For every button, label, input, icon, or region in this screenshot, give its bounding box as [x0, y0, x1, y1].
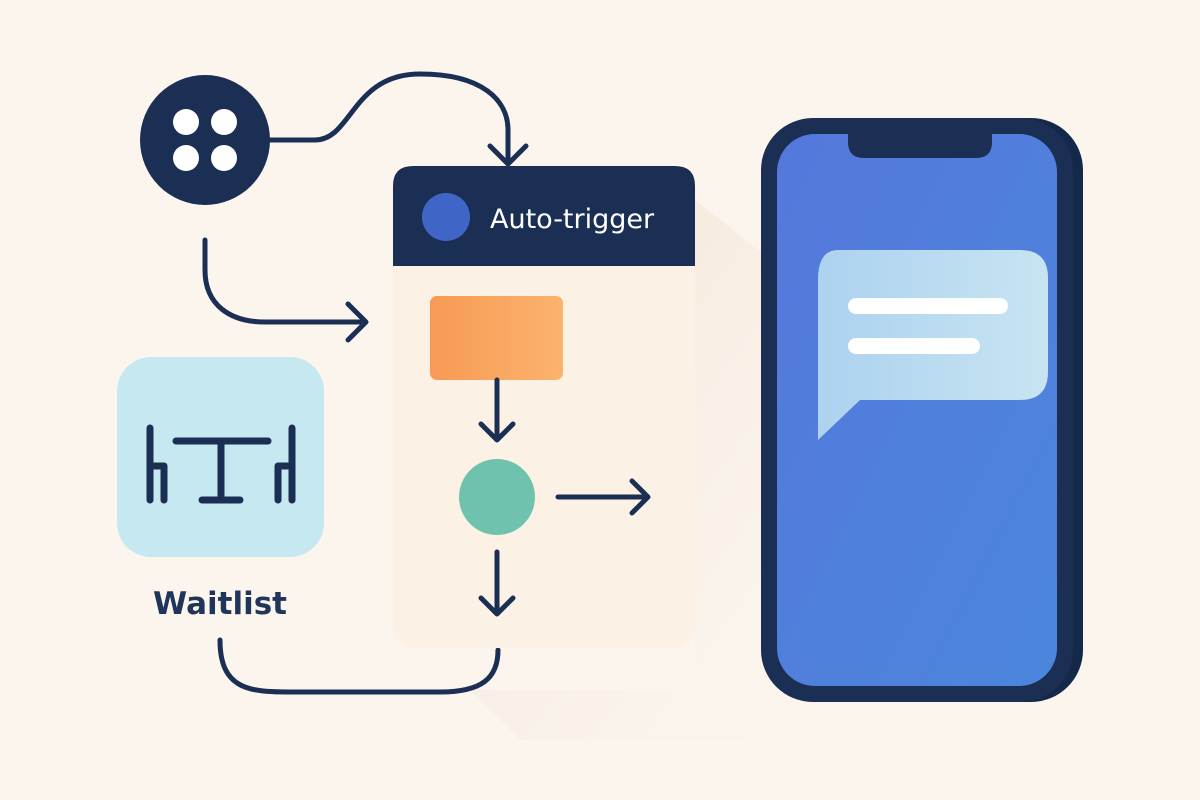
arrowhead-dots-to-card	[487, 143, 529, 167]
chat-bubble-icon	[818, 250, 1048, 440]
auto-trigger-card: Auto-trigger	[393, 166, 695, 648]
arrowhead-to-card-left	[345, 301, 369, 343]
connector-waitlist-to-card	[217, 637, 501, 695]
auto-trigger-label: Auto-trigger	[490, 204, 655, 235]
action-block	[430, 296, 563, 380]
connector-dots-to-card	[265, 71, 511, 161]
phone-notch	[848, 132, 992, 158]
card-header	[393, 166, 695, 266]
waitlist-label: Waitlist	[153, 586, 287, 622]
decision-node	[459, 459, 535, 535]
restaurant-dots-icon	[140, 75, 270, 205]
arrow-node-right	[555, 478, 651, 516]
arrow-block-to-node	[478, 377, 516, 443]
waitlist-tile	[117, 357, 324, 557]
smartphone-icon	[761, 118, 1083, 702]
connector-to-card-left	[202, 237, 367, 325]
header-status-dot	[422, 193, 470, 241]
dining-table-icon	[146, 424, 296, 504]
arrow-node-down	[478, 549, 516, 617]
